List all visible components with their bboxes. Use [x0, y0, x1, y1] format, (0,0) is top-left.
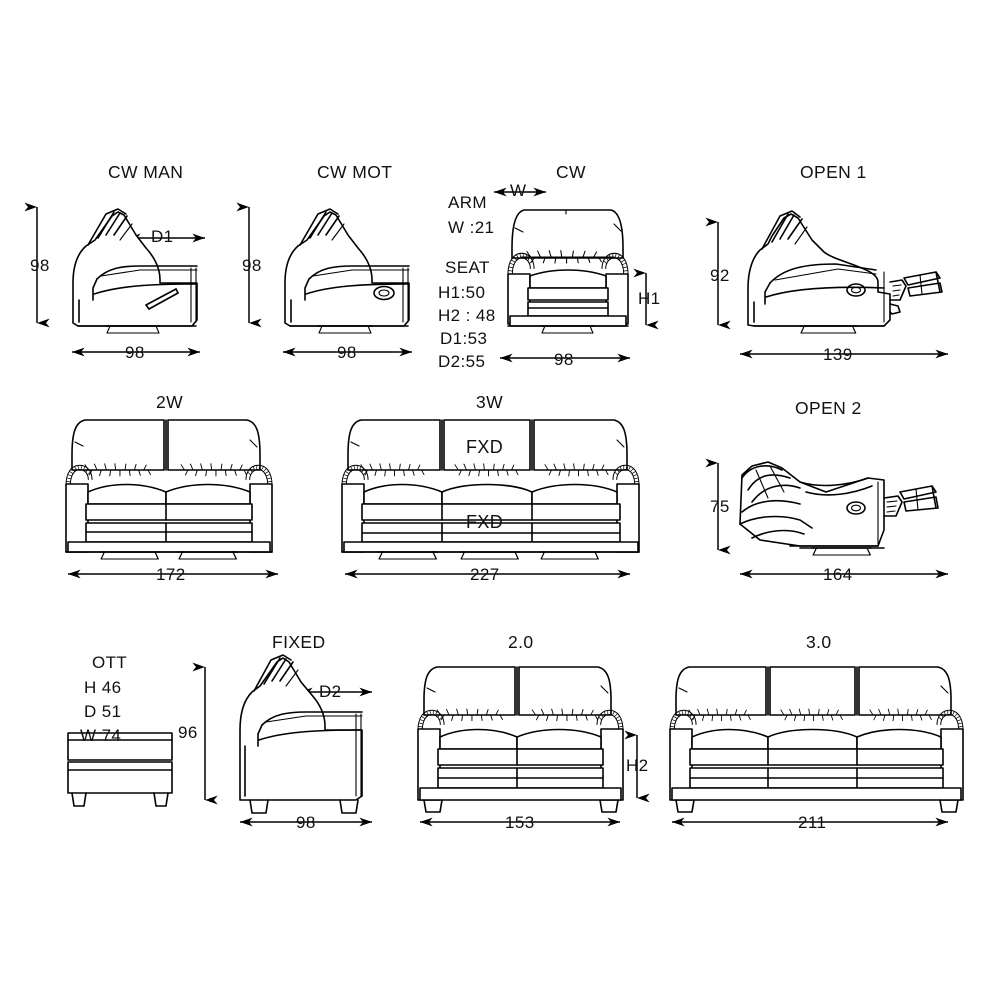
panel-title-cw-mot: CW MOT: [317, 162, 393, 182]
panel-ottoman-drawing: [67, 732, 173, 807]
dim-open-2-height: 75: [710, 497, 730, 516]
spec-seat-d1: D1:53: [440, 329, 488, 348]
panel-title-2w: 2W: [156, 392, 184, 412]
dim-cw-mot-height: 98: [242, 256, 262, 275]
panel-cw-front-drawing: [493, 187, 659, 363]
spec-seat-h2: H2 : 48: [438, 306, 496, 325]
panel-cw-mot-drawing: [236, 202, 413, 357]
panel-2w-drawing: [65, 419, 279, 579]
dim-open-2-width: 164: [823, 565, 853, 584]
dim-3w-width: 227: [470, 565, 500, 584]
spec-seat-h1: H1:50: [438, 283, 486, 302]
spec-arm-width: W :21: [448, 218, 495, 237]
dim-fixed-height: 96: [178, 723, 198, 742]
panel-title-cw-man: CW MAN: [108, 162, 184, 182]
dim-cw-seat-height-h1: H1: [638, 289, 661, 308]
dim-3point0-width: 211: [798, 813, 827, 832]
ottoman-height: H 46: [84, 678, 122, 697]
panel-2point0-drawing: [417, 666, 650, 827]
dim-2point0-seat-height-h2: H2: [626, 756, 649, 775]
spec-seat-heading: SEAT: [445, 258, 490, 277]
dim-open-1-width: 139: [823, 345, 853, 364]
panel-title-open-1: OPEN 1: [800, 162, 867, 182]
dim-open-1-height: 92: [710, 266, 730, 285]
panel-title-fixed: FIXED: [272, 632, 326, 652]
panel-3point0-drawing: [669, 666, 964, 827]
dim-cw-arm-width-w: W: [510, 181, 527, 200]
panel-title-2point0: 2.0: [508, 632, 534, 652]
dim-fixed-depth-d2: D2: [319, 682, 342, 701]
panel-open-2-drawing: [705, 458, 949, 579]
label-3w-seat-fxd: FXD: [466, 512, 504, 532]
dim-cw-man-height: 98: [30, 256, 50, 275]
panel-title-3point0: 3.0: [806, 632, 832, 652]
panel-title-cw: CW: [556, 162, 586, 182]
dim-cw-mot-width: 98: [337, 343, 357, 362]
dim-2point0-width: 153: [505, 813, 535, 832]
dim-2w-width: 172: [156, 565, 186, 584]
ottoman-depth: D 51: [84, 702, 122, 721]
label-3w-back-fxd: FXD: [466, 437, 504, 457]
spec-arm-heading: ARM: [448, 193, 487, 212]
panel-title-3w: 3W: [476, 392, 504, 412]
ottoman-width: W 74: [80, 726, 122, 745]
dim-cw-man-width: 98: [125, 343, 145, 362]
ottoman-heading: OTT: [92, 653, 128, 672]
panel-3w-drawing: [341, 419, 640, 579]
panel-open-1-drawing: [705, 210, 949, 359]
dim-cw-man-depth-d1: D1: [151, 227, 174, 246]
dim-cw-width: 98: [554, 350, 574, 369]
dim-fixed-width: 98: [296, 813, 316, 832]
spec-seat-d2: D2:55: [438, 352, 486, 371]
panel-cw-man-drawing: [24, 202, 206, 357]
panel-title-open-2: OPEN 2: [795, 398, 862, 418]
panel-fixed-drawing: [192, 654, 373, 827]
